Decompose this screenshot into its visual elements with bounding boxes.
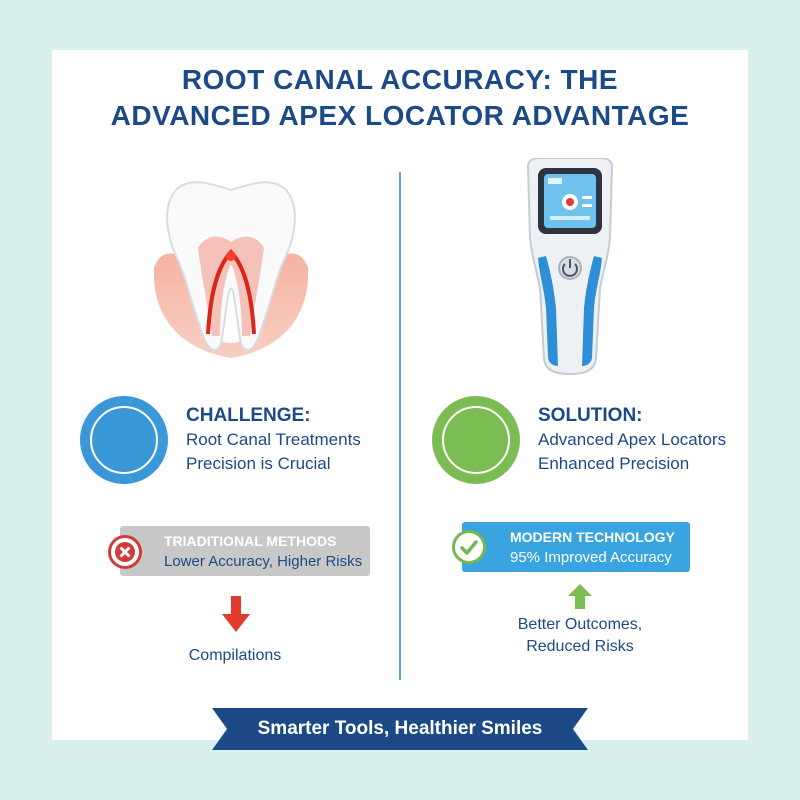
page-title: ROOT CANAL ACCURACY: THE ADVANCED APEX L… — [0, 62, 800, 134]
challenge-heading: CHALLENGE: — [186, 405, 311, 426]
title-line-2: ADVANCED APEX LOCATOR ADVANTAGE — [110, 100, 690, 131]
modern-technology-banner: MODERN TECHNOLOGY 95% Improved Accuracy — [462, 522, 690, 572]
center-divider — [399, 172, 401, 680]
modern-technology-title: MODERN TECHNOLOGY — [510, 529, 675, 545]
check-mark-icon — [452, 530, 486, 564]
traditional-methods-banner: TRIADITIONAL METHODS Lower Accuracy, Hig… — [120, 526, 370, 576]
footer-ribbon: Smarter Tools, Healthier Smiles — [212, 708, 588, 750]
arrow-up-icon — [568, 584, 592, 609]
arrow-down-icon — [222, 596, 250, 632]
solution-line-2: Enhanced Precision — [538, 454, 690, 473]
footer-tagline: Smarter Tools, Healthier Smiles — [257, 718, 543, 739]
challenge-info: CHALLENGE: Root Canal Treatments Precisi… — [186, 404, 361, 476]
traditional-methods-title: TRIADITIONAL METHODS — [164, 533, 337, 549]
challenge-line-2: Precision is Crucial — [186, 454, 331, 473]
title-line-1: ROOT CANAL ACCURACY: THE — [181, 64, 619, 95]
solution-outcome-line-1: Better Outcomes, — [517, 616, 643, 633]
solution-circle-icon — [432, 396, 520, 484]
solution-info: SOLUTION: Advanced Apex Locators Enhance… — [538, 404, 726, 476]
traditional-methods-text: Lower Accuracy, Higher Risks — [164, 553, 363, 570]
solution-heading: SOLUTION: — [538, 405, 643, 426]
solution-line-1: Advanced Apex Locators — [538, 430, 727, 449]
modern-technology-text: 95% Improved Accuracy — [510, 549, 672, 566]
apex-locator-device-icon — [526, 158, 614, 376]
x-mark-icon — [108, 535, 142, 569]
challenge-outcome: Compilations — [188, 647, 282, 664]
tooth-icon — [153, 181, 309, 358]
challenge-line-1: Root Canal Treatments — [186, 430, 361, 449]
solution-outcome-line-2: Reduced Risks — [526, 638, 634, 655]
challenge-circle-icon — [80, 396, 168, 484]
solution-outcome: Better Outcomes, Reduced Risks — [500, 614, 660, 658]
